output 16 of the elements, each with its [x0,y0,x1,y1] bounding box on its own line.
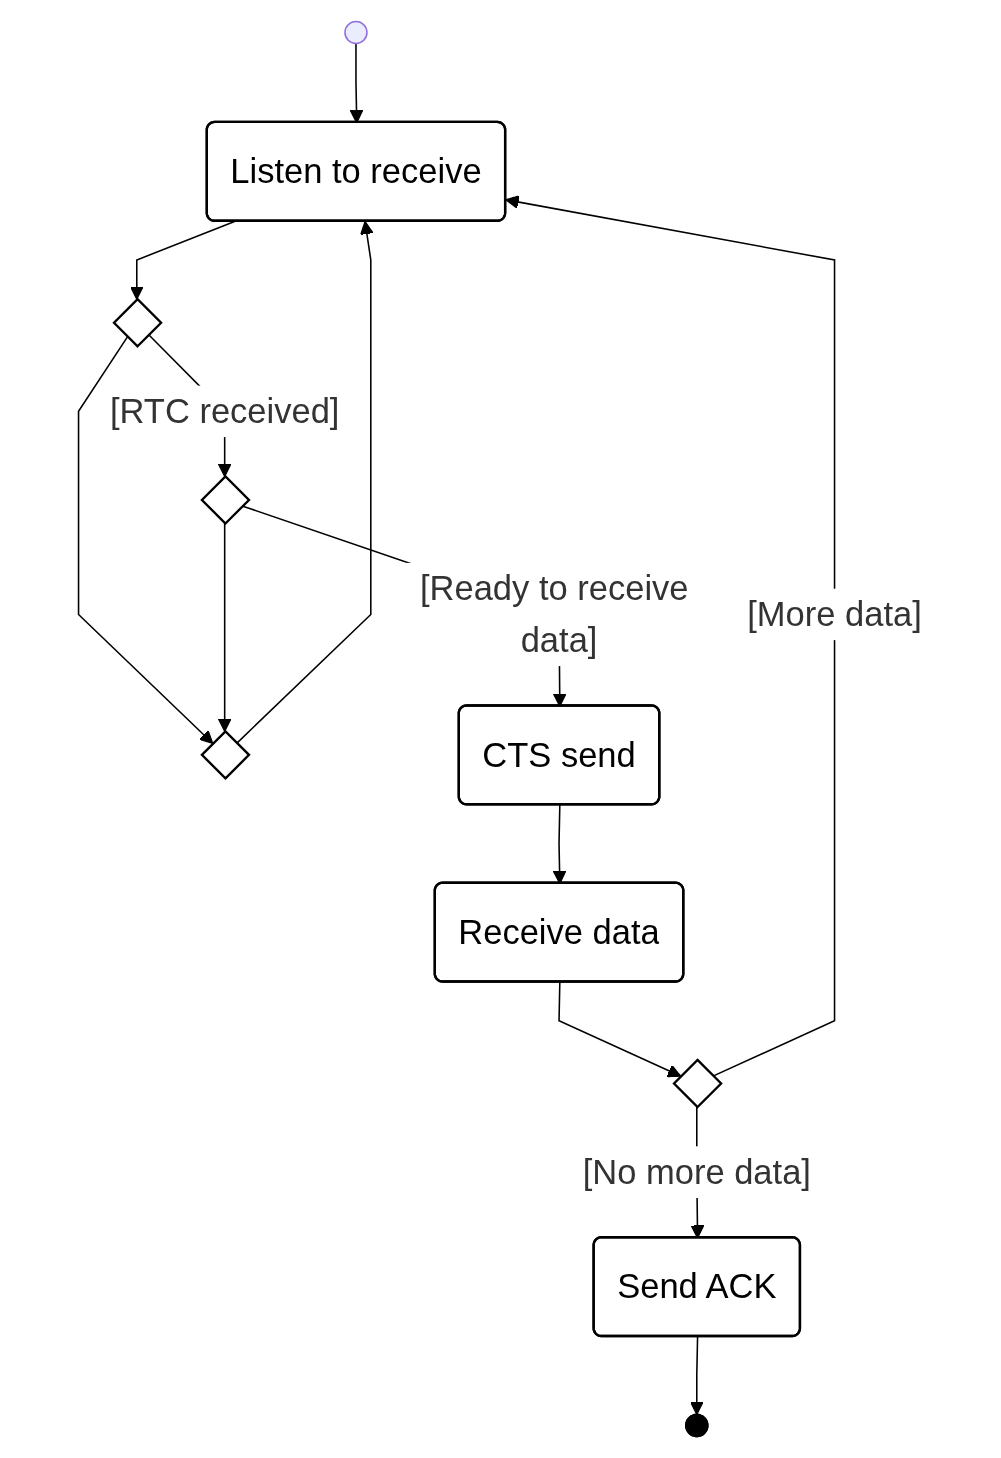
edge-label: [RTC received] [110,391,340,431]
arrow [218,522,232,732]
arrow [690,1336,704,1416]
arrow [130,220,236,300]
node-circle [344,20,369,45]
node-diamond [200,729,251,781]
node-diamond [200,474,251,526]
arrow [236,220,375,745]
node-diamond [112,297,164,348]
edge-label: [More data] [747,594,923,635]
arrow [505,195,836,1077]
edge-label: [Ready to receive data] [420,568,689,660]
arrow [558,981,682,1078]
node-diamond [672,1058,724,1109]
edge-label: [No more data] [582,1152,812,1192]
arrow [78,336,214,744]
